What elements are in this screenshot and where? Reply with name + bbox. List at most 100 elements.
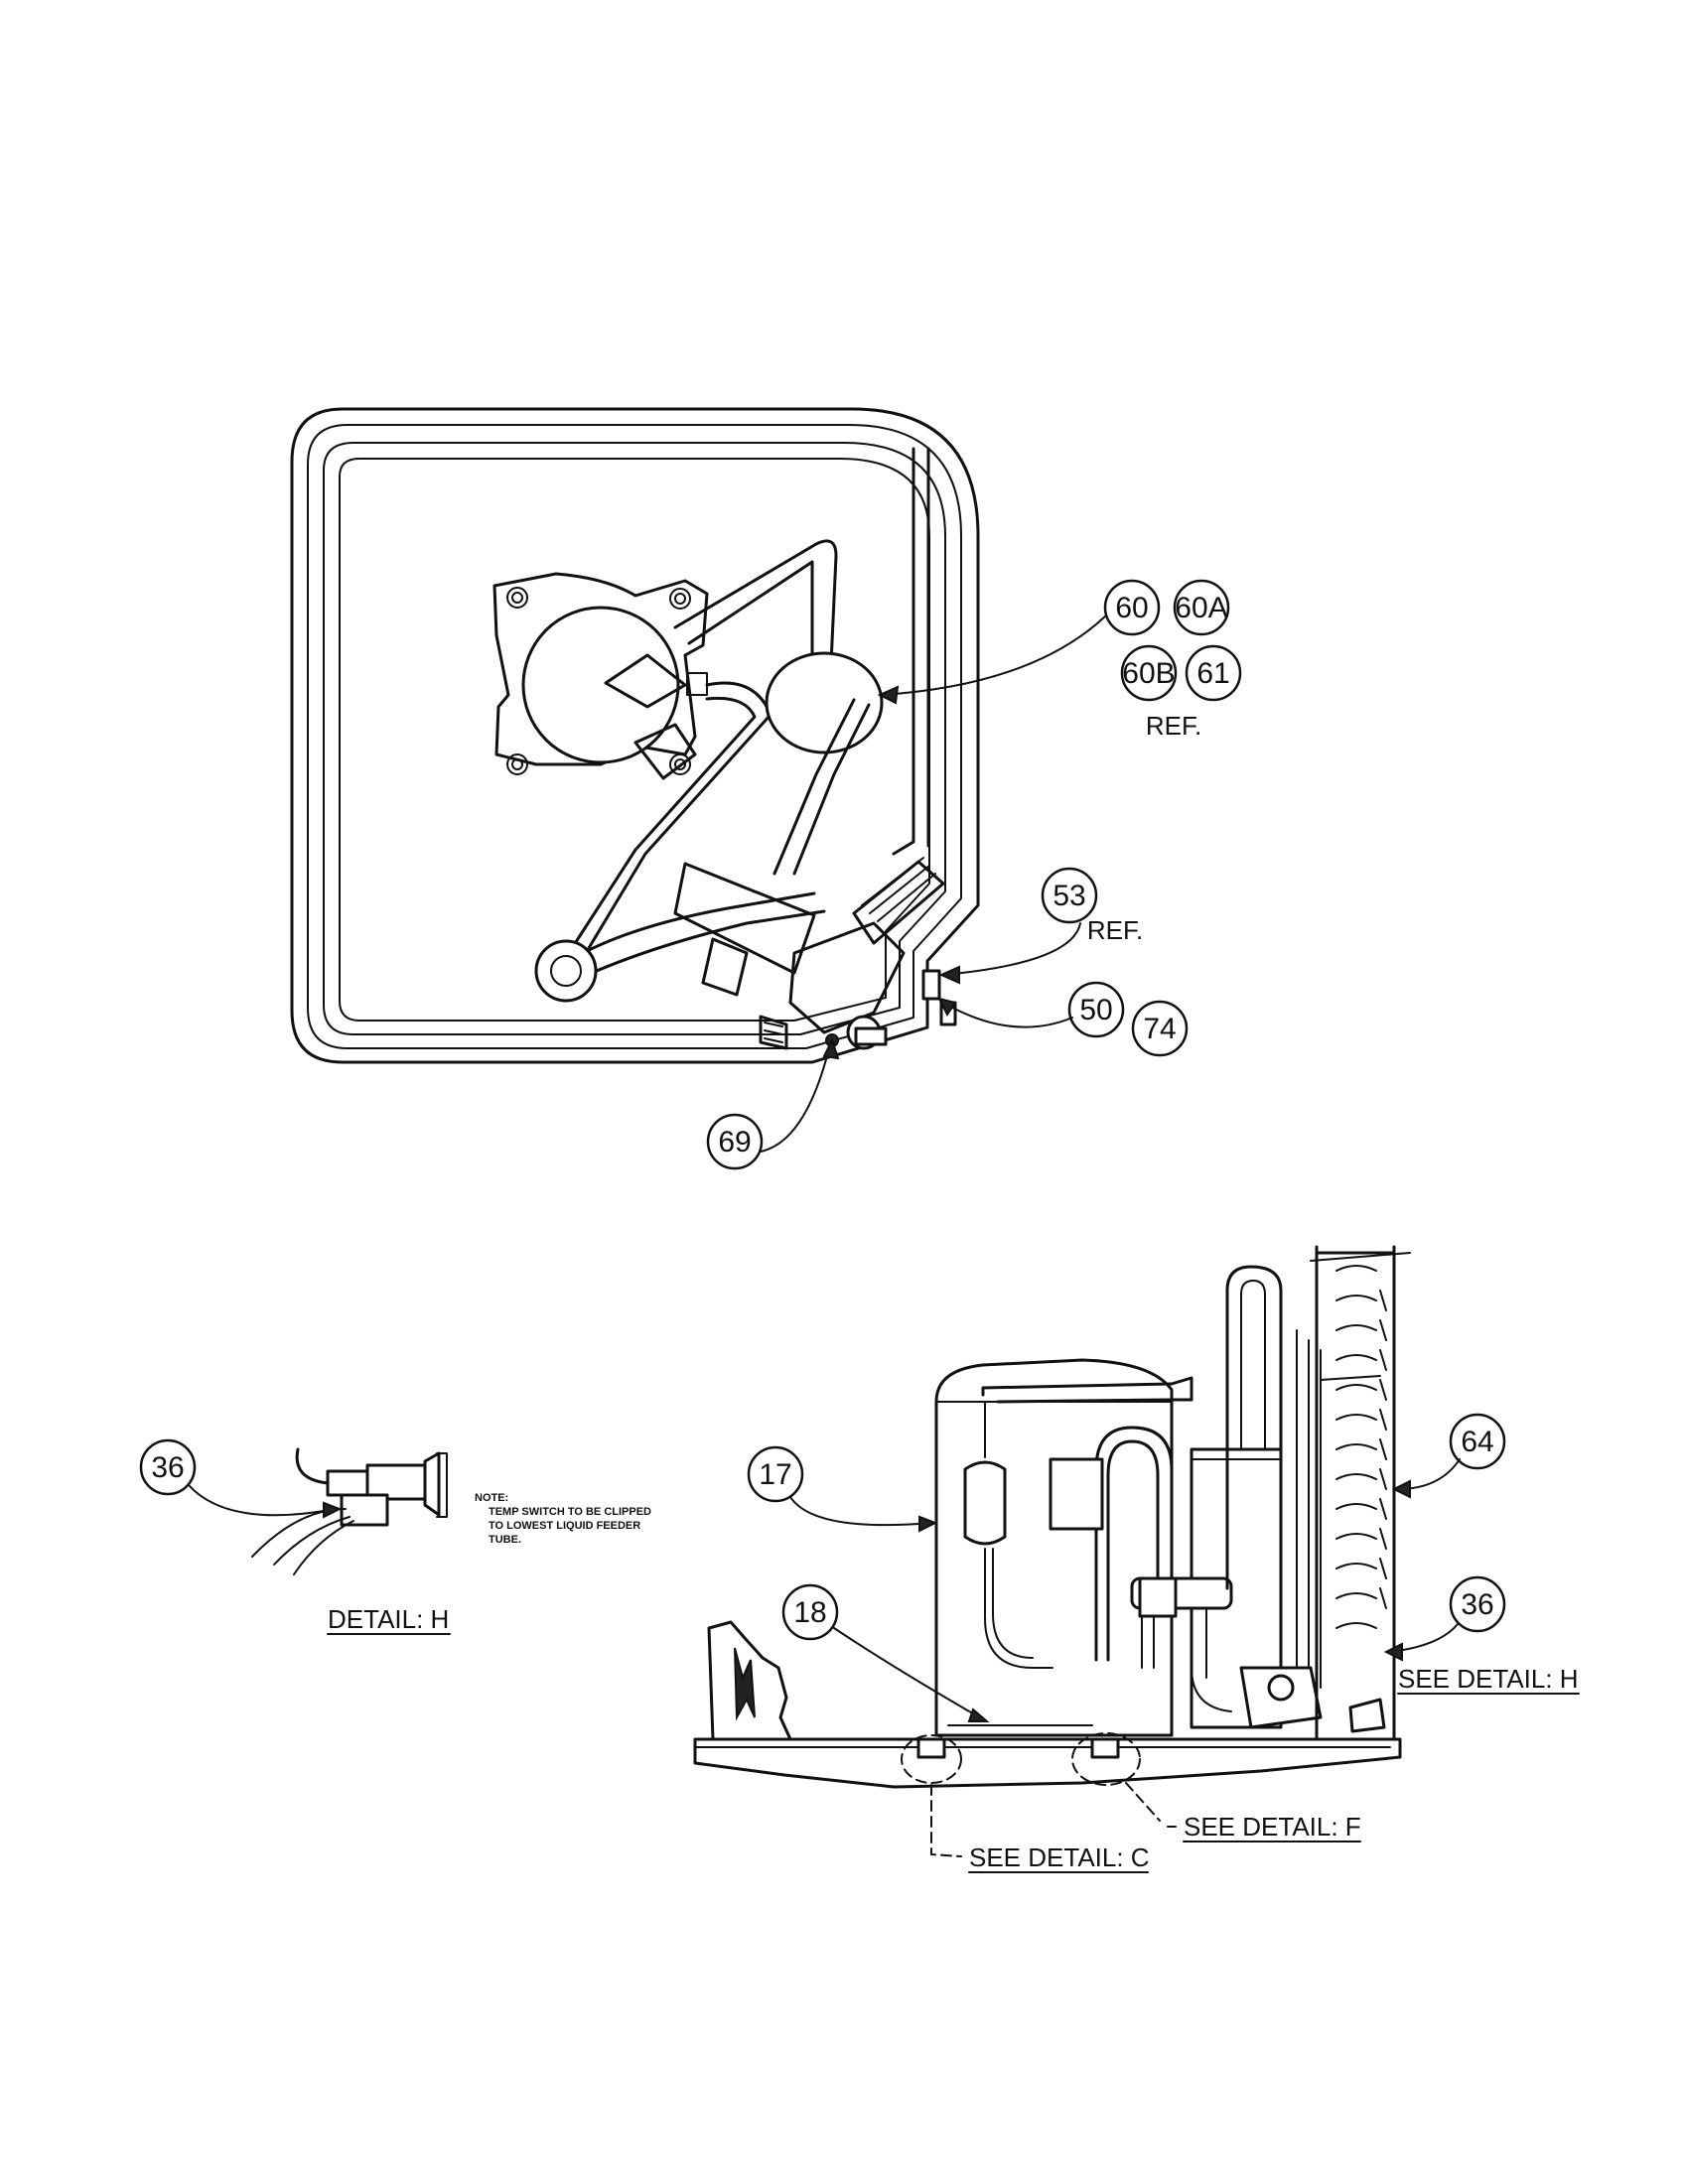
coil-return-bends [1335,1265,1377,1629]
base-pan-outline [290,407,980,1064]
detail-c-circle [901,1734,962,1784]
side-base-pan [693,1737,1402,1789]
leader-50 [942,1002,1073,1028]
ref-label-53: REF. [1087,915,1143,945]
valve-fitting [921,969,941,1001]
mount-bolt-icon [511,758,523,770]
liquid-line [572,891,816,960]
arrowhead-icon [877,685,900,705]
drier-line-2 [992,1548,1034,1659]
arrowhead-icon [937,997,957,1017]
temp-switch-note: NOTE: TEMP SWITCH TO BE CLIPPED TO LOWES… [475,1492,651,1546]
wire-clamp [759,1015,788,1050]
callout-60b: 60B [1120,644,1178,702]
service-valve-stem [854,1026,888,1046]
coil-riser-inner [1240,1280,1266,1450]
base-pan-inner-rail-2 [323,442,946,1035]
callout-74: 74 [1131,1000,1189,1057]
svg-text:61: 61 [1196,657,1229,690]
callout-60a: 60A [1173,579,1230,636]
coil-tube-stubs [1379,1290,1387,1609]
svg-text:TUBE.: TUBE. [489,1534,521,1546]
leader-69 [760,1043,831,1153]
svg-text:TO LOWEST LIQUID FEEDER: TO LOWEST LIQUID FEEDER [489,1520,640,1532]
coil-header-line [892,447,915,856]
compressor-discharge-cone [604,653,687,709]
strainer-top [534,939,598,1003]
compressor-terminal-box [633,723,697,780]
callout-64: 64 [1449,1413,1506,1470]
mount-bolt-icon [674,593,686,605]
compressor-foot [916,1737,946,1759]
callout-53: 53 [1041,867,1098,924]
leader-detail-c [930,1784,962,1857]
compressor-top [521,606,680,764]
switch-wire-3 [293,1520,354,1575]
leader-detail-f [1125,1782,1177,1828]
callout-69: 69 [706,1113,764,1170]
accumulator-top [765,651,884,754]
base-pan-inner-floor [339,458,930,1022]
arrowhead-icon [938,965,960,985]
leader-53 [942,922,1081,976]
warning-lightning-icon [734,1647,756,1721]
leader-60 [881,614,1107,696]
see-detail-h-label: SEE DETAIL: H [1398,1664,1579,1694]
coil-riser [1225,1265,1283,1590]
arrowhead-icon [918,1515,938,1533]
detail-h-title: DETAIL: H [328,1604,449,1634]
tube-flange [423,1451,441,1517]
discharge-tube-side [981,1376,1193,1404]
svg-text:60: 60 [1115,592,1148,624]
drier-line [984,1401,1053,1669]
service-valve-knob-icon [1267,1674,1295,1702]
filter-drier [963,1460,1007,1546]
callout-61: 61 [1185,644,1242,702]
valve-cap-side [1348,1698,1386,1733]
cap-tubes [1296,1329,1322,1708]
callout-50: 50 [1067,981,1125,1038]
svg-text:74: 74 [1143,1013,1176,1045]
detail-h-drawing [251,1447,448,1575]
top-view-drawing [290,407,980,1064]
svg-text:18: 18 [793,1596,826,1629]
svg-text:50: 50 [1079,994,1112,1026]
svg-text:NOTE:: NOTE: [475,1492,508,1504]
mount-bolt-icon [669,753,691,775]
see-detail-f-label: SEE DETAIL: F [1184,1812,1361,1842]
temp-switch-base [340,1493,389,1527]
detail-f-circle [1071,1732,1141,1786]
svg-text:17: 17 [759,1458,791,1491]
mount-bolt-icon [511,592,523,604]
leader-18 [833,1627,984,1720]
suction-loop-side [1094,1426,1233,1662]
callout-60: 60 [1103,579,1161,636]
rv-tubes [1141,1607,1232,1712]
broken-side-panel [707,1620,792,1741]
suction-loop-inner [572,696,757,947]
wire-clamp-lines [764,1022,783,1043]
svg-text:69: 69 [718,1126,751,1159]
accumulator-tube [792,703,871,876]
strainer-top-inner [550,955,582,987]
mount-bolt-icon [669,588,691,610]
coil-fins-lines [861,857,936,922]
callout-36-side: 36 [1449,1575,1506,1633]
compressor-shell [934,1358,1174,1737]
reversing-valve-coil [701,937,749,997]
side-view-drawing [693,1245,1411,1789]
ref-label-60: REF. [1146,711,1201,741]
liquid-line-2 [579,909,826,980]
terminal-box-side [1049,1457,1104,1531]
arrowhead-icon [967,1707,990,1722]
svg-text:60A: 60A [1175,592,1227,624]
leader-36-detail [188,1484,337,1517]
coil-manifold [1310,1252,1411,1381]
reversing-valve-body [673,862,816,975]
see-detail-c-label: SEE DETAIL: C [969,1843,1150,1872]
service-valve-block [788,921,906,1034]
svg-text:TEMP SWITCH TO BE CLIPPED: TEMP SWITCH TO BE CLIPPED [489,1506,651,1518]
mount-bolt-icon [674,758,686,770]
arrowhead-icon [323,1501,343,1519]
